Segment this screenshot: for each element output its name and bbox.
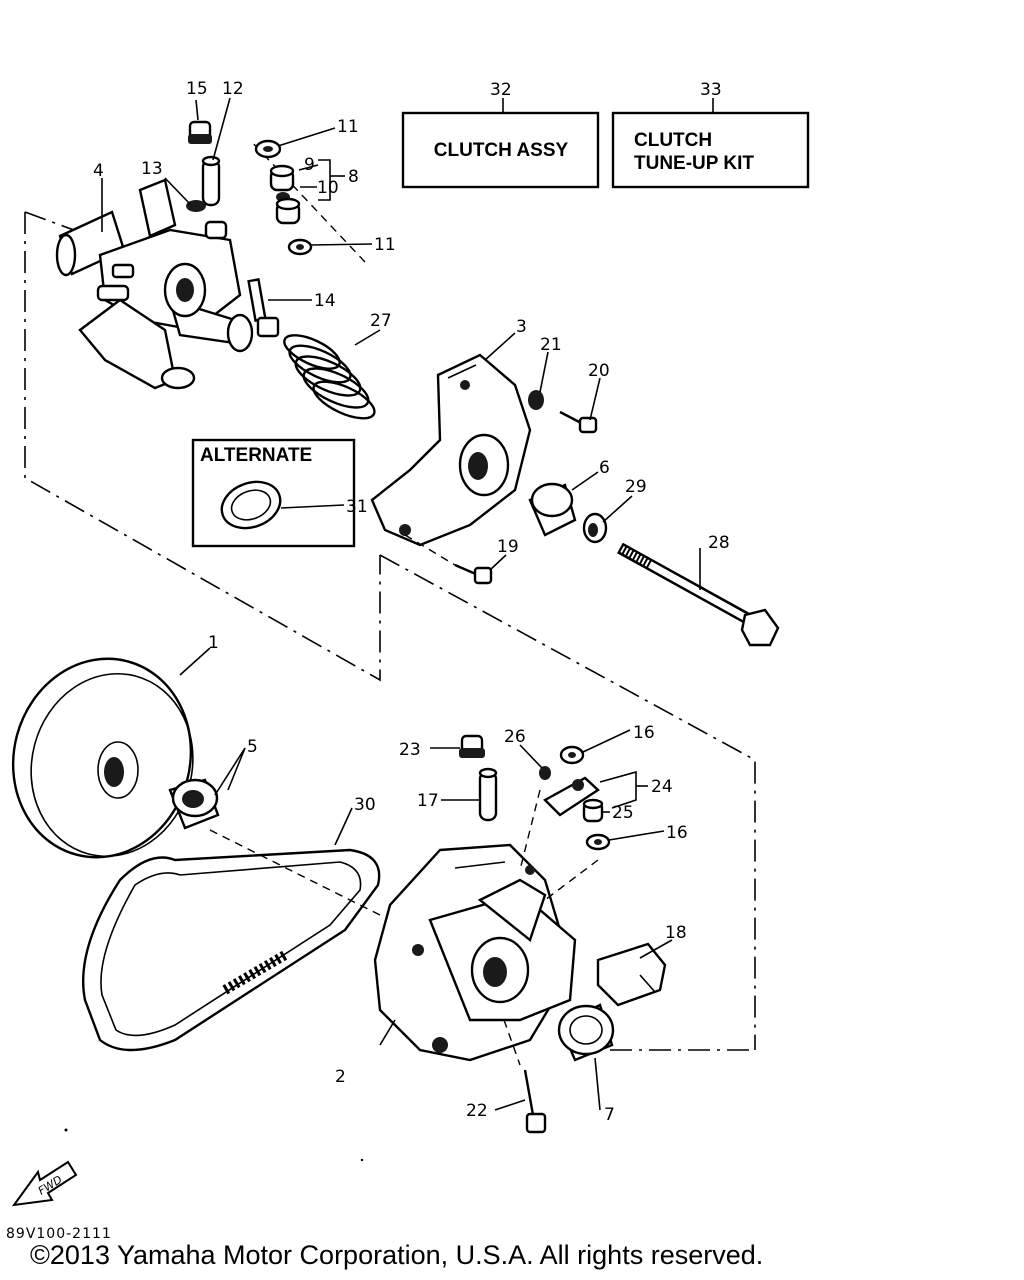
pin-17 <box>478 767 498 822</box>
alternate-box: ALTERNATE <box>191 438 356 548</box>
tune-up-kit-box: CLUTCH TUNE-UP KIT <box>611 98 810 189</box>
bushing-7 <box>557 1003 615 1062</box>
cover-3 <box>370 353 532 547</box>
bolt-19 <box>454 563 493 585</box>
bolt-28 <box>617 542 780 647</box>
callout-32: 32 <box>490 80 512 100</box>
callout-1: 1 <box>208 633 219 653</box>
callout-7: 7 <box>604 1105 615 1125</box>
callout-5: 5 <box>247 737 258 757</box>
callout-2: 2 <box>335 1067 346 1087</box>
callout-16-bottom: 16 <box>666 823 688 843</box>
fwd-arrow-icon: FWD <box>11 1160 78 1207</box>
callout-18: 18 <box>665 923 687 943</box>
callout-13: 13 <box>141 159 163 179</box>
roller-9 <box>269 164 295 192</box>
bushing-6 <box>528 482 577 537</box>
callout-31: 31 <box>346 497 368 517</box>
callout-28: 28 <box>708 533 730 553</box>
housing-2 <box>373 843 577 1062</box>
callout-16-top: 16 <box>633 723 655 743</box>
bushing-5 <box>168 778 220 830</box>
bolt-22 <box>523 1069 547 1134</box>
roller-10 <box>275 197 301 225</box>
callout-15: 15 <box>186 79 208 99</box>
callout-4: 4 <box>93 161 104 181</box>
washer-11-bottom <box>287 238 313 256</box>
document-code: 89V100-2111 <box>6 1226 112 1242</box>
weight-arm-24 <box>543 776 600 817</box>
tune-up-kit-label-line2: TUNE-UP KIT <box>634 153 754 174</box>
alternate-label: ALTERNATE <box>200 445 312 466</box>
clutch-assy-box: CLUTCH ASSY <box>401 98 600 189</box>
washer-29 <box>582 512 608 544</box>
belt-30 <box>81 848 381 1052</box>
bushing-13 <box>186 200 206 212</box>
bolt-14 <box>247 278 280 338</box>
callout-3: 3 <box>516 317 527 337</box>
clutch-assy-label: CLUTCH ASSY <box>434 140 569 161</box>
washer-31-outer <box>220 480 282 530</box>
callout-20: 20 <box>588 361 610 381</box>
callout-19: 19 <box>497 537 519 557</box>
washer-16-bottom <box>585 833 611 851</box>
callout-6: 6 <box>599 458 610 478</box>
bolt-20 <box>559 410 598 434</box>
callout-14: 14 <box>314 291 336 311</box>
callout-25: 25 <box>612 803 634 823</box>
callout-21: 21 <box>540 335 562 355</box>
assembly-outline-upper <box>24 212 381 682</box>
callout-26: 26 <box>504 727 526 747</box>
callout-11-top: 11 <box>337 117 359 137</box>
callout-numbers: 15 12 13 4 11 9 10 8 11 14 27 3 21 20 6 … <box>93 79 730 1125</box>
callout-30: 30 <box>354 795 376 815</box>
cap-23 <box>459 734 485 758</box>
callout-24: 24 <box>651 777 673 797</box>
leader-lines <box>101 97 701 1111</box>
callout-11-bottom: 11 <box>374 235 396 255</box>
callout-9: 9 <box>304 155 315 175</box>
pin-12 <box>201 155 221 207</box>
spring-27 <box>283 334 376 420</box>
washer-16-top <box>559 745 585 765</box>
callout-33: 33 <box>700 80 722 100</box>
roller-25 <box>582 798 604 823</box>
copyright-notice: ©2013 Yamaha Motor Corporation, U.S.A. A… <box>30 1240 764 1270</box>
pin-26 <box>539 766 551 780</box>
callout-12: 12 <box>222 79 244 99</box>
callout-17: 17 <box>417 791 439 811</box>
cap-15 <box>188 120 212 144</box>
nut-21 <box>528 390 544 410</box>
callout-27: 27 <box>370 311 392 331</box>
callout-29: 29 <box>625 477 647 497</box>
tune-up-kit-label-line1: CLUTCH <box>634 130 712 151</box>
washer-11-top <box>254 139 282 159</box>
callout-22: 22 <box>466 1101 488 1121</box>
callout-23: 23 <box>399 740 421 760</box>
spider-assembly-4 <box>55 178 254 390</box>
washer-31-inner <box>230 489 272 521</box>
slider-18 <box>596 942 667 1007</box>
callout-10: 10 <box>317 178 339 198</box>
callout-8: 8 <box>348 167 359 187</box>
